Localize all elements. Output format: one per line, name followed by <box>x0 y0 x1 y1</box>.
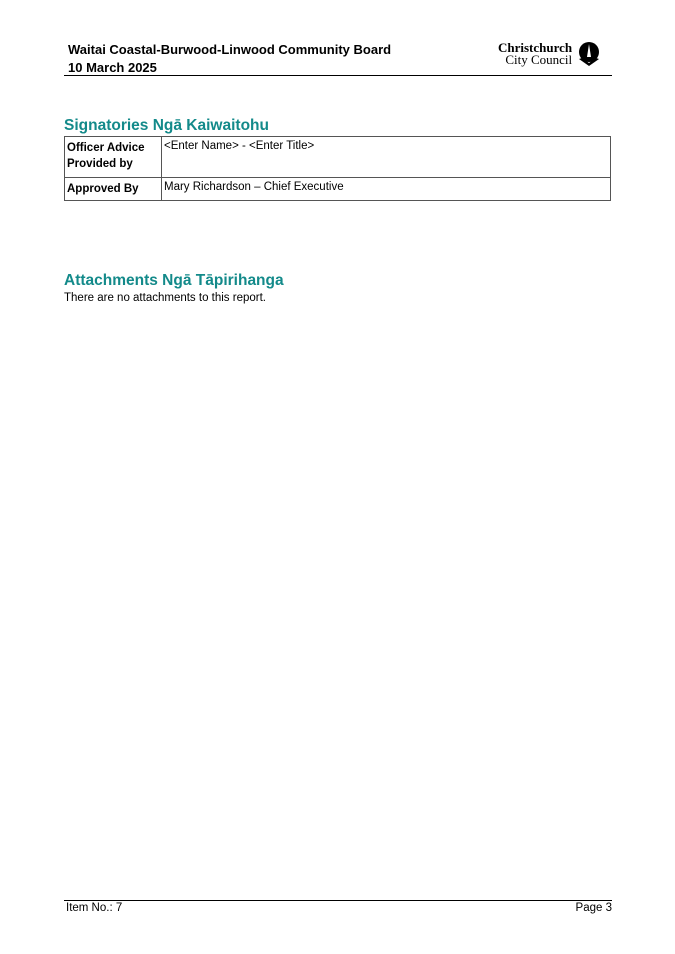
row-value: Mary Richardson – Chief Executive <box>161 177 611 201</box>
header-title: Waitai Coastal-Burwood-Linwood Community… <box>68 41 391 77</box>
logo-line2: City Council <box>505 52 573 67</box>
header-rule <box>64 75 612 76</box>
row-value: <Enter Name> - <Enter Title> <box>161 136 611 178</box>
logo-line1: Christchurch <box>498 40 573 55</box>
board-name: Waitai Coastal-Burwood-Linwood Community… <box>68 42 392 57</box>
attachments-heading: Attachments Ngā Tāpirihanga <box>64 272 284 289</box>
signatories-heading: Signatories Ngā Kaiwaitohu <box>64 117 269 134</box>
footer-rule <box>64 900 612 901</box>
row-label: Officer Advice Provided by <box>64 136 162 178</box>
footer-page-number: Page 3 <box>575 902 612 914</box>
meeting-date: 10 March 2025 <box>68 60 157 75</box>
footer-item-number: Item No.: 7 <box>66 902 123 914</box>
table-row: Officer Advice Provided by<Enter Name> -… <box>64 136 611 178</box>
attachments-text: There are no attachments to this report. <box>64 292 266 304</box>
signatories-table: Officer Advice Provided by<Enter Name> -… <box>64 136 611 201</box>
cathedral-logo-icon <box>579 42 600 66</box>
row-label: Approved By <box>64 177 162 201</box>
